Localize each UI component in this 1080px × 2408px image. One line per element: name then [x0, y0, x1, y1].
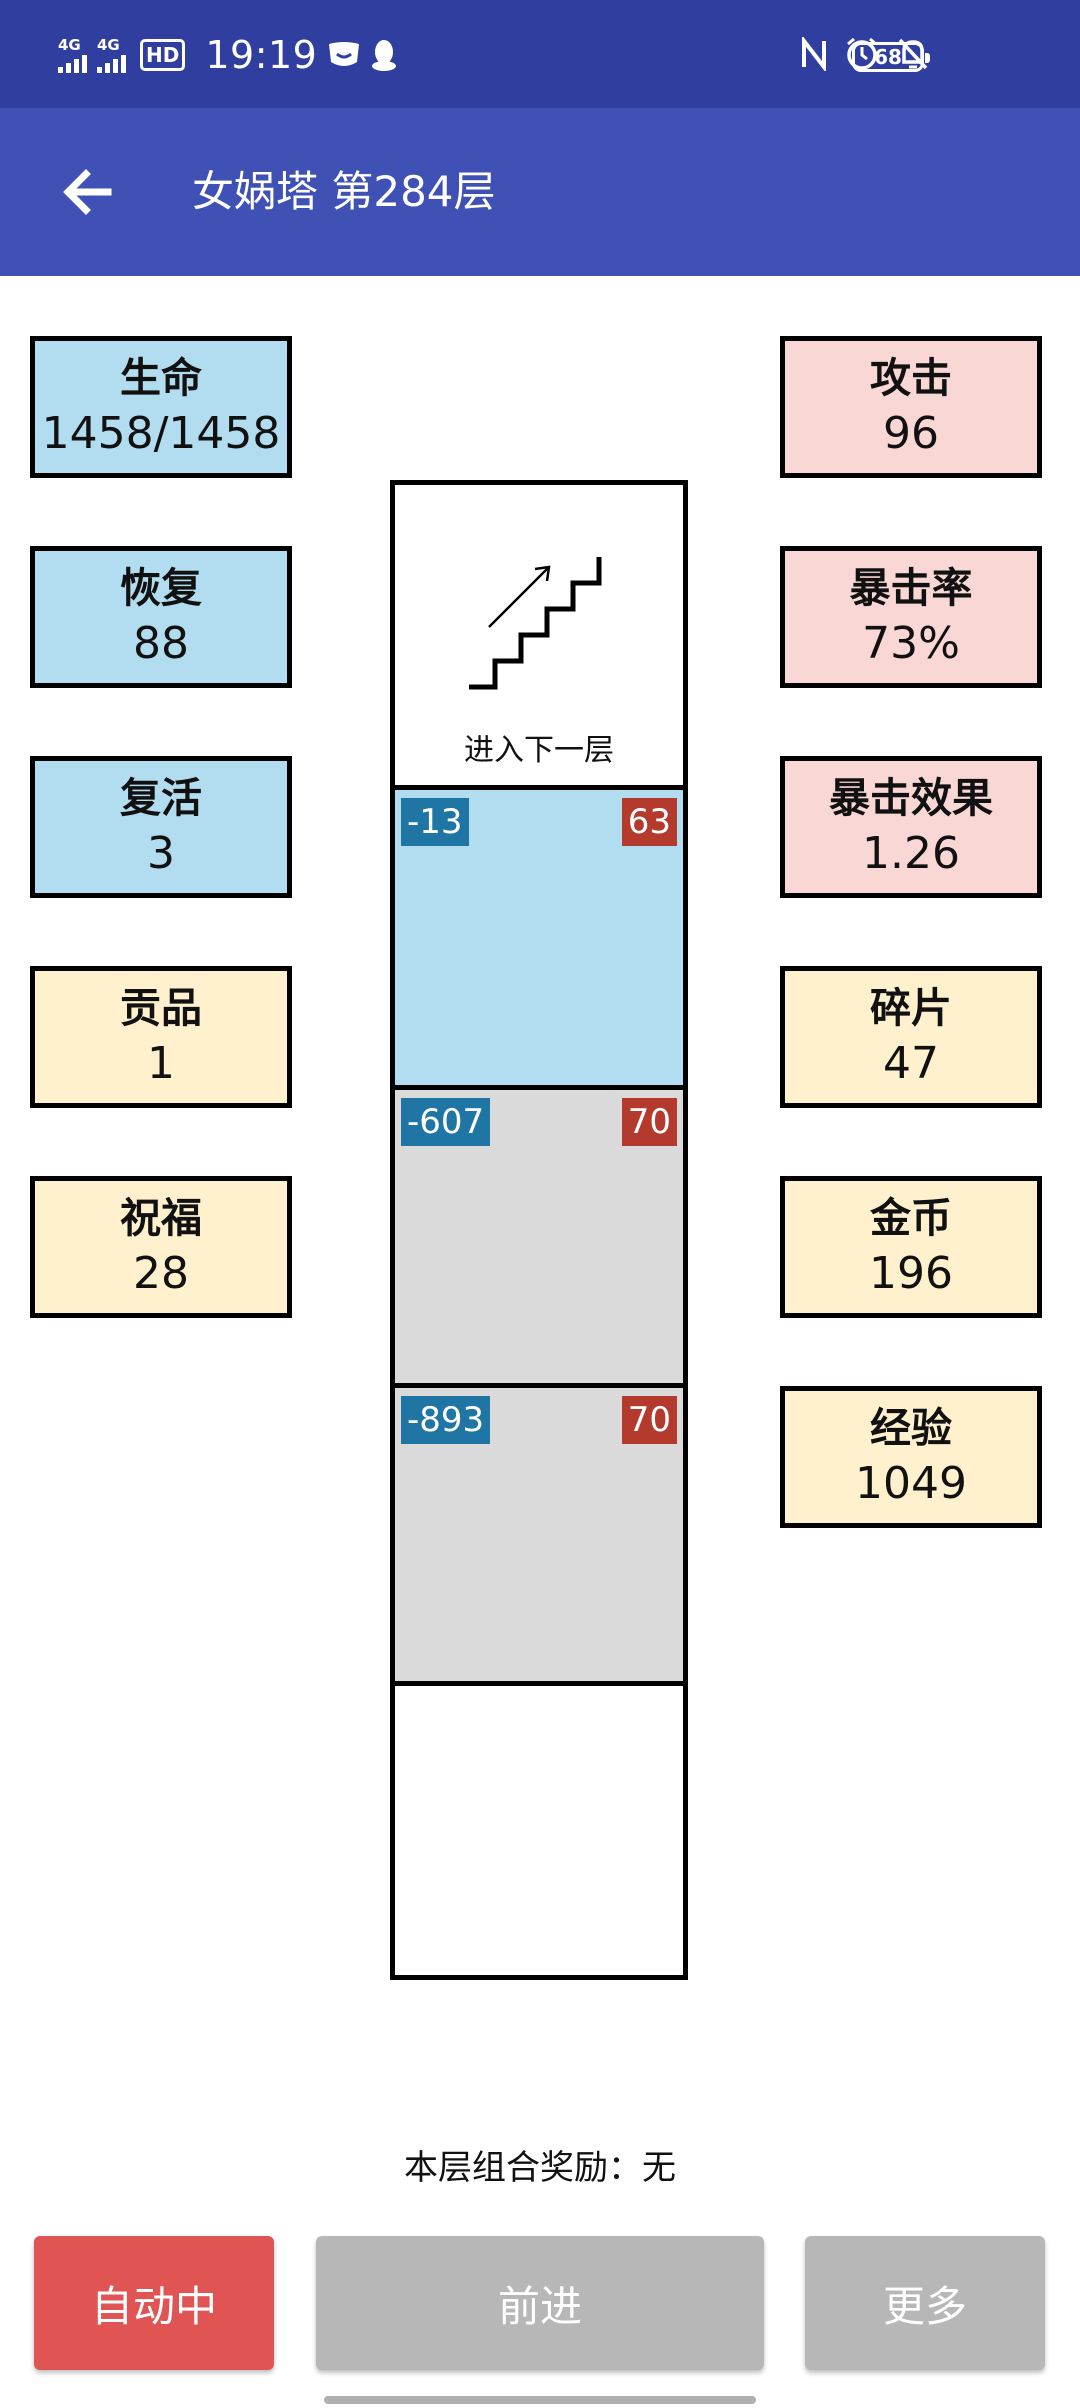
hd-voice-icon: HD — [140, 39, 186, 71]
stat-value: 1458/1458 — [41, 408, 281, 459]
cell-right-tag: 70 — [621, 1396, 677, 1444]
stat-offering: 贡品 1 — [30, 966, 292, 1108]
stat-label: 暴击效果 — [829, 774, 993, 822]
stat-attack: 攻击 96 — [780, 336, 1042, 478]
signal-strength-icon-2: 4G — [97, 37, 126, 73]
stat-label: 祝福 — [120, 1194, 202, 1242]
gesture-home-bar[interactable] — [324, 2396, 756, 2404]
stat-label: 恢复 — [120, 564, 202, 612]
stat-label: 复活 — [120, 774, 202, 822]
floor-bonus-text: 本层组合奖励：无 — [404, 2148, 676, 2188]
stat-value: 1049 — [855, 1458, 967, 1509]
battery-level: 68 — [874, 45, 902, 69]
smile-icon — [327, 40, 361, 70]
cell-left-tag: -893 — [401, 1396, 491, 1444]
tower-cell[interactable]: -607 70 — [395, 1085, 683, 1383]
stat-blessing: 祝福 28 — [30, 1176, 292, 1318]
next-floor-cell[interactable]: 进入下一层 — [395, 485, 683, 785]
nfc-icon — [800, 37, 828, 71]
clock: 19:19 — [205, 33, 318, 77]
cell-left-tag: -607 — [401, 1098, 491, 1146]
stat-revive: 复活 3 — [30, 756, 292, 898]
stat-crit-rate: 暴击率 73% — [780, 546, 1042, 688]
next-floor-label: 进入下一层 — [464, 733, 614, 768]
signal-strength-icon: 4G — [58, 37, 87, 73]
stat-label: 暴击率 — [849, 564, 973, 612]
stat-value: 88 — [133, 618, 189, 669]
stat-fragments: 碎片 47 — [780, 966, 1042, 1108]
arrow-left-icon[interactable] — [56, 160, 120, 224]
stat-value: 196 — [869, 1248, 953, 1299]
tower-cell[interactable]: -13 63 — [395, 785, 683, 1085]
tower-cell-empty[interactable] — [395, 1681, 683, 1975]
cell-right-tag: 63 — [621, 798, 677, 846]
app-bar: 女娲塔 第284层 — [0, 108, 1080, 276]
more-button[interactable]: 更多 — [805, 2236, 1045, 2370]
stat-label: 碎片 — [870, 984, 952, 1032]
stat-hp: 生命 1458/1458 — [30, 336, 292, 478]
page-title: 女娲塔 第284层 — [192, 167, 496, 216]
network-type-1: 4G — [58, 36, 81, 54]
forward-button[interactable]: 前进 — [316, 2236, 764, 2370]
stat-label: 生命 — [120, 354, 202, 402]
cell-right-tag: 70 — [621, 1098, 677, 1146]
status-left: 4G 4G HD 19:19 — [58, 30, 397, 80]
network-type-2: 4G — [97, 36, 120, 54]
battery-icon: 68 — [852, 42, 930, 72]
stat-label: 攻击 — [870, 354, 952, 402]
qq-penguin-icon — [371, 38, 397, 72]
stat-value: 73% — [862, 618, 960, 669]
tower-cell[interactable]: -893 70 — [395, 1383, 683, 1681]
stat-label: 贡品 — [120, 984, 202, 1032]
cell-left-tag: -13 — [401, 798, 469, 846]
stat-label: 金币 — [870, 1194, 952, 1242]
tower-column: 进入下一层 -13 63 -607 70 -893 70 — [390, 480, 688, 1980]
stat-value: 1.26 — [862, 828, 960, 879]
stat-value: 47 — [883, 1038, 939, 1089]
status-bar: 4G 4G HD 19:19 68 — [0, 0, 1080, 108]
stat-label: 经验 — [870, 1404, 952, 1452]
stat-value: 96 — [883, 408, 939, 459]
stat-crit-effect: 暴击效果 1.26 — [780, 756, 1042, 898]
stat-gold: 金币 196 — [780, 1176, 1042, 1318]
stat-regen: 恢复 88 — [30, 546, 292, 688]
stairs-icon — [469, 557, 602, 690]
auto-button[interactable]: 自动中 — [34, 2236, 274, 2370]
stat-value: 1 — [147, 1038, 175, 1089]
stat-value: 3 — [147, 828, 175, 879]
stat-exp: 经验 1049 — [780, 1386, 1042, 1528]
stat-value: 28 — [133, 1248, 189, 1299]
